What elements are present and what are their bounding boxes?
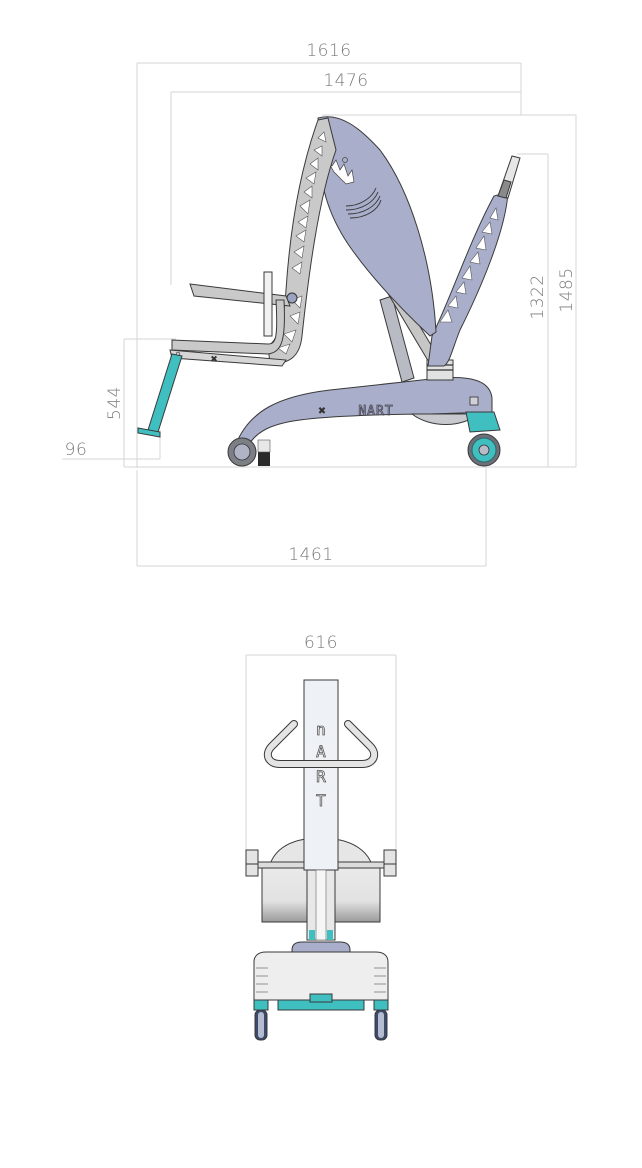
shark-gills: [345, 187, 382, 219]
dim-footrest-height: 96: [65, 440, 88, 460]
footrest: [137, 353, 183, 438]
handlebar: [263, 720, 379, 768]
hinge-left: [245, 849, 259, 877]
seat-frame: [171, 299, 285, 355]
power-socket: [469, 396, 479, 406]
brand-logo-side: NART: [358, 404, 393, 419]
screw-mark: ✖: [210, 355, 218, 365]
dim-overall-width: 616: [304, 633, 338, 653]
caster-left-front: [253, 999, 269, 1041]
dim-base-length: 1461: [288, 545, 333, 565]
letter-n: n: [316, 720, 326, 739]
dim-seat-height: 544: [105, 386, 125, 420]
shark-boom: [317, 116, 437, 337]
dim-overall-length: 1616: [306, 41, 351, 61]
side-view-lift: NART ✖: [137, 116, 521, 467]
armrest: [189, 283, 291, 307]
mast-column: [303, 679, 339, 871]
caster-right-front: [373, 999, 389, 1041]
side-view-dimensions: [62, 62, 577, 567]
shark-teeth: [325, 157, 355, 185]
dim-overall-height: 1485: [557, 267, 577, 312]
rear-caster-wheel: [465, 411, 501, 467]
dim-handle-height: 1322: [528, 274, 548, 319]
front-view-dimensions: [245, 654, 397, 850]
screw-mark: ✖: [318, 406, 326, 417]
letter-a: A: [316, 742, 326, 761]
front-view-lift: n A R T: [245, 679, 397, 1041]
mast-base-plate: [291, 941, 351, 955]
rear-arm-truss-holes: [439, 207, 499, 323]
front-caster-wheel: [227, 437, 271, 467]
column-brand-letters: n A R T: [316, 720, 327, 811]
letter-r: R: [316, 767, 326, 786]
backrest-post: [263, 271, 273, 337]
hinge-right: [383, 849, 397, 877]
base-frame-front: [253, 951, 389, 1001]
dim-upper-length: 1476: [323, 71, 368, 91]
shark-eye: [342, 157, 348, 163]
letter-t: T: [316, 791, 326, 810]
